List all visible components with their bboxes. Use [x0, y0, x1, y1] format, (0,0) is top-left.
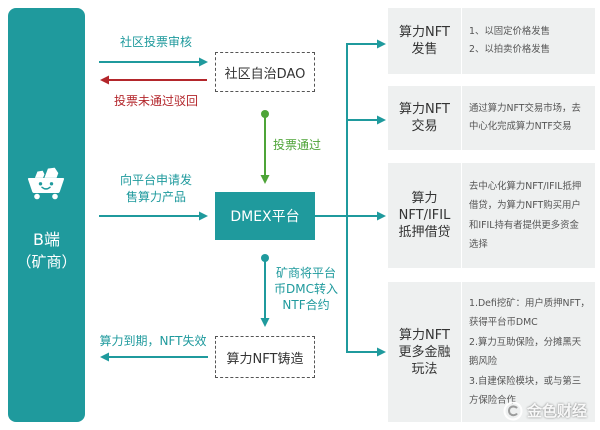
product-description-line: 借贷，为算力NFT购买用户: [469, 200, 581, 211]
product-description-line: 方保险合作: [469, 395, 516, 406]
arrow-vote-rejected-head: [100, 75, 109, 85]
product-label-line: 算力NFT: [399, 102, 450, 117]
cart-eye-right: [49, 182, 54, 186]
cart-body: [27, 178, 65, 193]
product-label: 算力NFT 更多金融 玩法: [388, 282, 462, 422]
product-nft-more-finance: 算力NFT 更多金融 玩法 1.Defi挖矿：用户质押NFT， 获得平台币DMC…: [388, 282, 595, 422]
arrow-to-product-trading: [346, 115, 386, 125]
arrow-to-product-more-finance-head: [377, 347, 386, 357]
cart-smile: [41, 186, 51, 190]
arrow-vote-passed: [260, 110, 270, 184]
nft-expired-label: 算力到期，NFT失效: [99, 334, 207, 348]
miner-panel-title: B端: [33, 230, 60, 249]
apply-to-platform-label-line: 向平台申请发: [119, 173, 192, 187]
product-nft-sale: 算力NFT 发售 1、以固定价格发售 2、以拍卖价格发售: [388, 8, 595, 74]
dmc-transfer-label-line: 币DMC转入: [274, 282, 338, 296]
arrow-to-product-sale: [346, 39, 386, 49]
miner-panel-subtitle: （矿商）: [16, 253, 77, 271]
product-description-line: 3.自建保险模块，或与第三: [469, 375, 582, 387]
arrow-to-product-more-finance: [346, 347, 386, 357]
arrow-nft-expired: [100, 352, 208, 362]
product-description-line: 和IFIL持有者提供更多资金: [469, 219, 579, 231]
dmc-transfer-label-line: NTF合约: [282, 298, 330, 312]
product-description: 1、以固定价格发售 2、以拍卖价格发售: [462, 8, 595, 74]
arrow-nft-expired-head: [100, 352, 109, 362]
dmc-transfer-label: 矿商将平台 币DMC转入 NTF合约: [268, 265, 344, 313]
arrow-to-product-sale-head: [377, 39, 386, 49]
watermark-logo-icon: [503, 401, 523, 421]
arrow-apply-to-platform: [99, 211, 208, 221]
product-description-line: 通过算力NFT交易市场，去: [469, 103, 581, 114]
watermark-logo-ring: [503, 401, 523, 421]
product-label-line: 玩法: [411, 361, 438, 377]
product-description: 去中心化算力NFT/IFIL抵押 借贷，为算力NFT购买用户 和IFIL持有者提…: [462, 163, 595, 268]
arrow-to-product-lending-head: [377, 211, 386, 221]
product-label-line: NFT/IFIL: [398, 208, 451, 223]
arrow-dmc-transfer: [260, 254, 270, 327]
apply-to-platform-label: 向平台申请发 售算力产品: [106, 172, 206, 206]
product-description: 通过算力NFT交易市场，去 中心化完成算力NTF交易: [462, 86, 595, 150]
product-description-line: 2、以拍卖价格发售: [469, 44, 550, 55]
watermark-text: 金色财经: [527, 402, 588, 420]
dmex-platform-box: DMEX平台: [215, 192, 315, 240]
product-description-line: 去中心化算力NFT/IFIL抵押: [469, 180, 582, 192]
product-description-line: 选择: [469, 239, 488, 250]
watermark: 金色财经: [503, 399, 587, 423]
product-label: 算力 NFT/IFIL 抵押借贷: [388, 163, 462, 268]
product-description-line: 2.算力互助保险，分摊黑天: [469, 336, 582, 348]
product-nft-trading: 算力NFT 交易 通过算力NFT交易市场，去 中心化完成算力NTF交易: [388, 86, 595, 150]
arrow-submit-to-dao: [99, 57, 208, 67]
community-dao-box: 社区自治DAO: [215, 52, 315, 92]
nft-mint-box-label: 算力NFT铸造: [226, 351, 304, 367]
product-description-line: 鹅风险: [469, 356, 498, 367]
cart-wheel-right: [52, 193, 58, 200]
product-label: 算力NFT 发售: [388, 8, 462, 74]
arrow-dmc-transfer-head: [260, 318, 270, 327]
watermark-logo-mark: [508, 405, 518, 417]
product-description-line: 中心化完成算力NTF交易: [469, 121, 572, 132]
product-description-line: 1.Defi挖矿：用户质押NFT，: [469, 297, 590, 309]
product-description-line: 1、以固定价格发售: [469, 26, 550, 37]
product-description-line: 获得平台币DMC: [469, 317, 538, 328]
dmex-platform-box-label: DMEX平台: [230, 209, 300, 225]
community-dao-box-label: 社区自治DAO: [224, 66, 306, 82]
product-label-line: 算力NFT: [399, 327, 450, 343]
nft-mint-box: 算力NFT铸造: [215, 336, 315, 378]
cart-wheel-left: [34, 193, 40, 200]
apply-to-platform-label-line: 售算力产品: [125, 190, 186, 204]
product-label-line: 算力: [411, 191, 438, 206]
arrow-submit-to-dao-head: [199, 57, 208, 67]
mining-cart-icon: [27, 166, 65, 200]
product-label-line: 交易: [411, 119, 438, 134]
product-label-line: 抵押借贷: [398, 225, 451, 240]
cart-rock-right: [42, 166, 60, 180]
product-description: 1.Defi挖矿：用户质押NFT， 获得平台币DMC 2.算力互助保险，分摊黑天…: [462, 282, 595, 422]
arrow-apply-to-platform-head: [199, 211, 208, 221]
cart-eye-left: [38, 182, 43, 186]
arrow-vote-rejected: [100, 75, 207, 85]
vote-rejected-label: 投票未通过驳回: [113, 94, 198, 108]
product-label-line: 更多金融: [398, 344, 451, 360]
vote-passed-label: 投票通过: [273, 138, 322, 152]
miner-b-side-panel: B端 （矿商）: [8, 8, 85, 422]
product-label: 算力NFT 交易: [388, 86, 462, 150]
arrow-to-product-lending: [346, 211, 386, 221]
product-nft-ifil-collateral-lending: 算力 NFT/IFIL 抵押借贷 去中心化算力NFT/IFIL抵押 借贷，为算力…: [388, 163, 595, 268]
community-review-label: 社区投票审核: [119, 35, 192, 49]
arrow-vote-passed-head: [260, 175, 270, 184]
dmc-transfer-label-line: 矿商将平台: [275, 266, 336, 280]
product-label-line: 发售: [411, 42, 438, 57]
arrow-to-product-trading-head: [377, 115, 386, 125]
product-label-line: 算力NFT: [399, 25, 450, 40]
